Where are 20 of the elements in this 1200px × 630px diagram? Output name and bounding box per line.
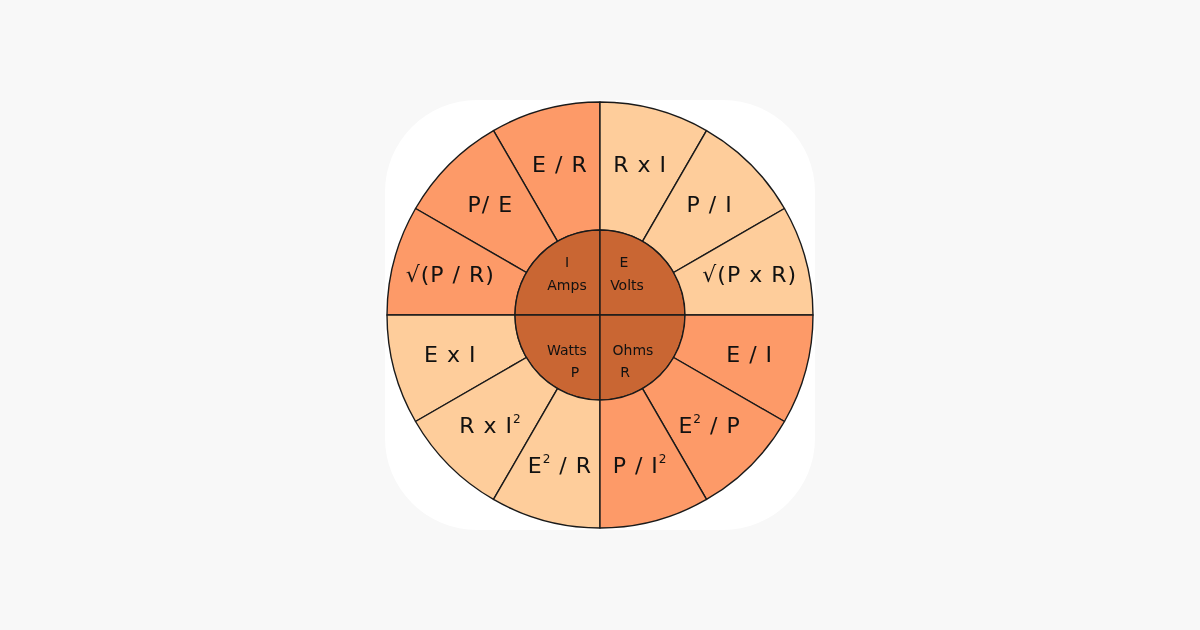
formula-label: √(P / R)	[405, 263, 495, 286]
quantity-label: R	[620, 365, 630, 379]
formula-label: E x I	[424, 344, 477, 367]
formula-label: P / I	[686, 194, 733, 217]
quantity-label: I	[564, 255, 570, 269]
quantity-label: Volts	[610, 278, 644, 292]
formula-label: E$^{2}$ / P	[678, 413, 741, 437]
formula-label: E / R	[532, 154, 588, 177]
quantity-label: Ohms	[612, 343, 654, 357]
formula-label: P / I$^{2}$	[612, 453, 668, 477]
formula-label: R x I$^{2}$	[459, 413, 522, 437]
quantity-label: P	[570, 365, 580, 379]
quantity-label: Amps	[547, 278, 587, 292]
quantity-label: E	[619, 255, 629, 269]
formula-label: √(P x R)	[702, 263, 798, 286]
formula-label: E / I	[726, 344, 774, 367]
formula-label: P/ E	[467, 194, 514, 217]
formula-label: E$^{2}$ / R	[527, 453, 592, 477]
formula-label: R x I	[613, 154, 667, 177]
quantity-label: Watts	[547, 343, 587, 357]
